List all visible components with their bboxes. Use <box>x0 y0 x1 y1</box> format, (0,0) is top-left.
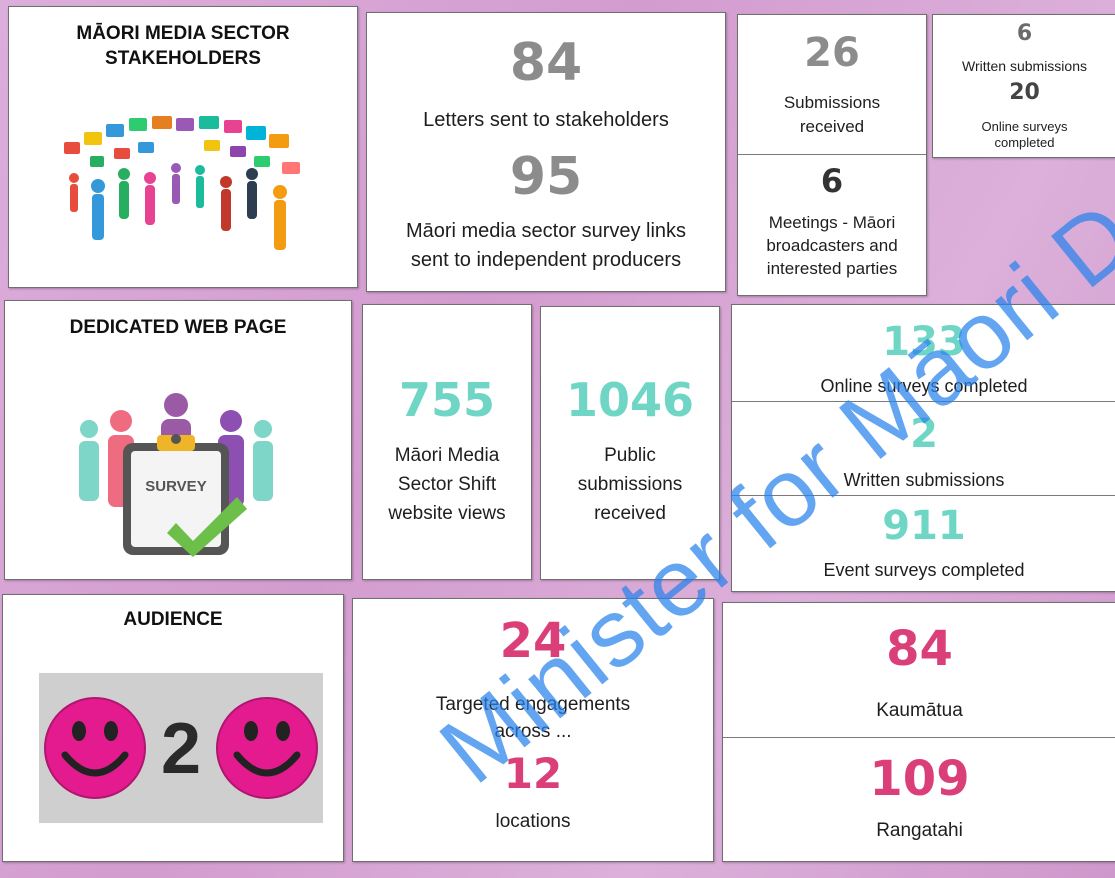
web-event-number: 911 <box>882 503 966 549</box>
letters-label: Letters sent to stakeholders <box>423 109 669 131</box>
survey-icon-text: SURVEY <box>145 478 206 495</box>
web-online-number: 133 <box>882 319 966 365</box>
smiley-number: 2 <box>161 709 201 789</box>
public-submissions-number: 1046 <box>565 373 695 427</box>
web-event-label: Event surveys completed <box>823 560 1025 580</box>
written-label: Written submissions <box>961 58 1087 74</box>
meetings-number: 6 <box>820 162 844 200</box>
smiley-graphic: 2 <box>44 697 318 799</box>
card-divider <box>738 154 926 155</box>
public-submissions-card: 1046 Public submissions received <box>540 306 720 580</box>
links-number: 95 <box>509 147 583 207</box>
locations-label: locations <box>495 811 571 832</box>
submissions-meetings-card: 26 Submissions received 6 Meetings - Māo… <box>737 14 927 296</box>
written-number: 6 <box>1016 21 1033 46</box>
web-title-card: DEDICATED WEB PAGE SURVEY <box>4 300 352 580</box>
rangatahi-label: Rangatahi <box>876 820 963 841</box>
rangatahi-number: 109 <box>869 751 970 807</box>
card-divider <box>732 401 1115 402</box>
web-written-label: Written submissions <box>843 470 1005 490</box>
survey-clipboard-icon: SURVEY <box>79 393 273 557</box>
locations-number: 12 <box>503 749 563 798</box>
website-views-label: Māori Media Sector Shift website views <box>388 445 506 524</box>
web-surveys-card: 133 Online surveys completed 2 Written s… <box>731 304 1115 592</box>
stakeholders-title-card: MĀORI MEDIA SECTOR STAKEHOLDERS <box>8 6 358 288</box>
smiley-2-smiley-icon: 2 <box>39 673 323 823</box>
kaumatua-number: 84 <box>886 621 953 677</box>
submissions-number: 26 <box>804 30 860 76</box>
card-divider <box>723 737 1115 738</box>
meetings-label: Meetings - Māori broadcasters and intere… <box>766 213 898 278</box>
links-label: Māori media sector survey links sent to … <box>405 220 687 271</box>
web-written-number: 2 <box>910 411 938 457</box>
targeted-number: 24 <box>499 613 567 669</box>
web-online-label: Online surveys completed <box>820 376 1028 396</box>
letters-card: 84 Letters sent to stakeholders 95 Māori… <box>366 12 726 292</box>
web-title: DEDICATED WEB PAGE <box>69 317 287 338</box>
submissions-label: Submissions received <box>783 93 881 136</box>
public-submissions-label: Public submissions received <box>577 445 683 524</box>
kaumatua-rangatahi-card: 84 Kaumātua 109 Rangatahi <box>722 602 1115 862</box>
kaumatua-label: Kaumātua <box>876 700 963 721</box>
card-divider <box>732 495 1115 496</box>
targeted-label: Targeted engagements across ... <box>435 694 631 742</box>
online-label: Online surveys completed <box>981 119 1068 150</box>
website-views-card: 755 Māori Media Sector Shift website vie… <box>362 304 532 580</box>
stakeholders-title: MĀORI MEDIA SECTOR STAKEHOLDERS <box>76 23 290 69</box>
targeted-engagements-card: 24 Targeted engagements across ... 12 lo… <box>352 598 714 862</box>
letters-number: 84 <box>509 33 583 93</box>
people-speech-bubbles-icon <box>64 116 300 250</box>
written-online-card: 6 Written submissions 20 Online surveys … <box>932 14 1115 158</box>
online-number: 20 <box>1009 80 1040 105</box>
website-views-number: 755 <box>398 373 496 427</box>
audience-title: AUDIENCE <box>123 609 223 630</box>
audience-title-card: AUDIENCE 2 <box>2 594 344 862</box>
